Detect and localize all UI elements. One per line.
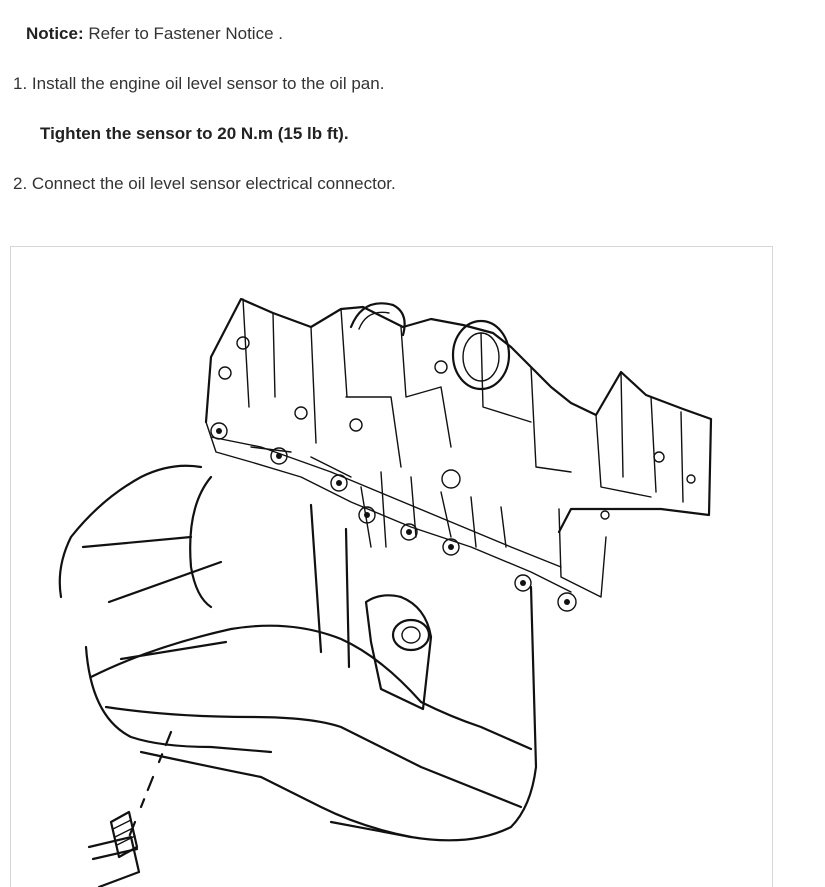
notice-label: Notice:: [26, 24, 84, 43]
illustration-frame: [10, 246, 773, 887]
oil-level-sensor-boss: [364, 594, 433, 711]
oil-pan-sensor-illustration: [58, 297, 713, 887]
notice-text: Refer to Fastener Notice .: [83, 24, 283, 43]
step-1-number: 1.: [13, 74, 28, 93]
step-2: 2. Connect the oil level sensor electric…: [13, 173, 396, 195]
notice-line: Notice: Refer to Fastener Notice .: [26, 23, 283, 45]
engine-block: [204, 297, 713, 598]
oil-pan-bolts: [210, 336, 696, 612]
step-2-text: Connect the oil level sensor electrical …: [27, 174, 396, 193]
oil-pan: [58, 464, 538, 842]
torque-spec: Tighten the sensor to 20 N.m (15 lb ft).: [40, 124, 349, 143]
step-1: 1. Install the engine oil level sensor t…: [13, 73, 384, 95]
crankshaft-seal-bore: [349, 302, 511, 391]
step-2-number: 2.: [13, 174, 28, 193]
step-1-text: Install the engine oil level sensor to t…: [27, 74, 385, 93]
